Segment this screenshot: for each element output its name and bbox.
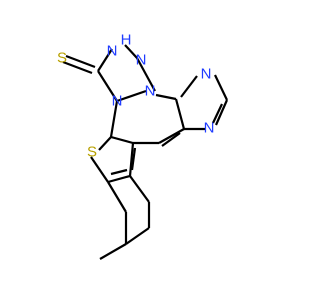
atom-n-triazole-right-bottom: N xyxy=(204,120,215,137)
atom-n-triazole-top-right: N xyxy=(136,52,147,69)
bond-ring-sat-5 xyxy=(107,181,127,213)
atom-s-thiophene: S xyxy=(87,144,97,161)
atom-n-triazole-fused: N xyxy=(112,93,123,110)
bond-core-double-2 xyxy=(130,147,137,171)
bond-thione-double xyxy=(62,54,96,75)
molecule-canvas: H N N S N N N N S xyxy=(56,31,229,260)
bond-right-ring-double xyxy=(212,103,223,124)
bond-thiophene-4 xyxy=(128,142,135,177)
structure-diagram: H N N S N N N N S xyxy=(57,32,229,260)
bond-thiophene-3 xyxy=(110,135,134,145)
bond-thiophene-1 xyxy=(90,156,109,183)
bond-right-ring-3 xyxy=(214,99,229,126)
bond-thiophene-double xyxy=(107,168,131,184)
bond-top-ring-3 xyxy=(124,44,138,59)
bond-methyl xyxy=(99,243,127,260)
bond-top-ring-1 xyxy=(97,70,118,102)
atom-n-triazole-right-top: N xyxy=(201,66,212,83)
bond-top-ring-4 xyxy=(136,57,156,92)
bond-ring-sat-2 xyxy=(125,227,150,245)
bond-ring-sat-4 xyxy=(129,175,150,203)
bond-core-1 xyxy=(109,100,119,138)
bond-core-double-1 xyxy=(161,132,181,147)
atom-labels: H N N S N N N N S xyxy=(57,32,214,161)
bond-right-ring-1 xyxy=(180,75,198,98)
atom-h-label: H xyxy=(121,32,132,49)
bond-thiophene-2 xyxy=(98,136,112,151)
bond-right-ring-2 xyxy=(214,74,228,101)
bond-core-3 xyxy=(155,93,177,101)
bond-top-ring-2 xyxy=(97,48,113,72)
bond-core-4 xyxy=(174,98,186,130)
atom-s-thione: S xyxy=(57,50,67,67)
bonds xyxy=(62,44,229,260)
atom-n-bridge: N xyxy=(145,83,156,100)
atom-n-h-label: N xyxy=(107,43,118,60)
bond-core-5 xyxy=(158,128,185,144)
bond-core-2 xyxy=(116,89,147,103)
